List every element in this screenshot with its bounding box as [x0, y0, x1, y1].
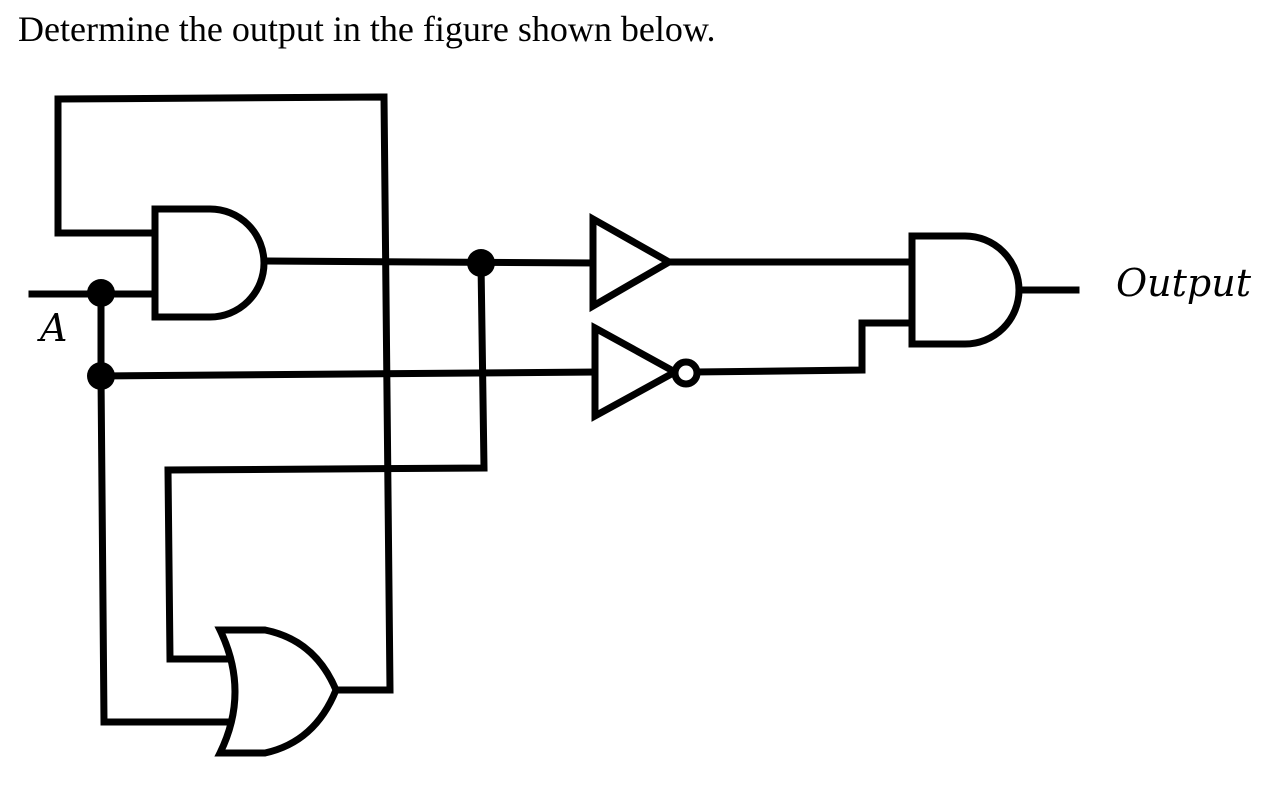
or-upper-input-wire [164, 259, 488, 663]
feedback-wire [54, 93, 394, 694]
output-label: Output [1116, 261, 1252, 305]
junction-dot-and-output [467, 249, 495, 277]
or-lower-input-wire [97, 372, 232, 726]
not-output-wire [692, 319, 914, 376]
not-input-wire [97, 368, 599, 380]
and-gate-2 [908, 232, 1023, 348]
and-gate-1 [151, 205, 268, 321]
not-gate [591, 322, 683, 422]
junction-dot-input-a [87, 279, 115, 307]
wires [28, 93, 1080, 726]
input-a-label: A [37, 306, 67, 350]
buffer-gate [589, 212, 677, 313]
and1-output-wire [264, 257, 599, 267]
question-text: Determine the output in the figure shown… [18, 9, 716, 49]
or-gate [214, 626, 340, 757]
not-bubble [671, 358, 701, 388]
junction-dot-input-a-lower [87, 362, 115, 390]
